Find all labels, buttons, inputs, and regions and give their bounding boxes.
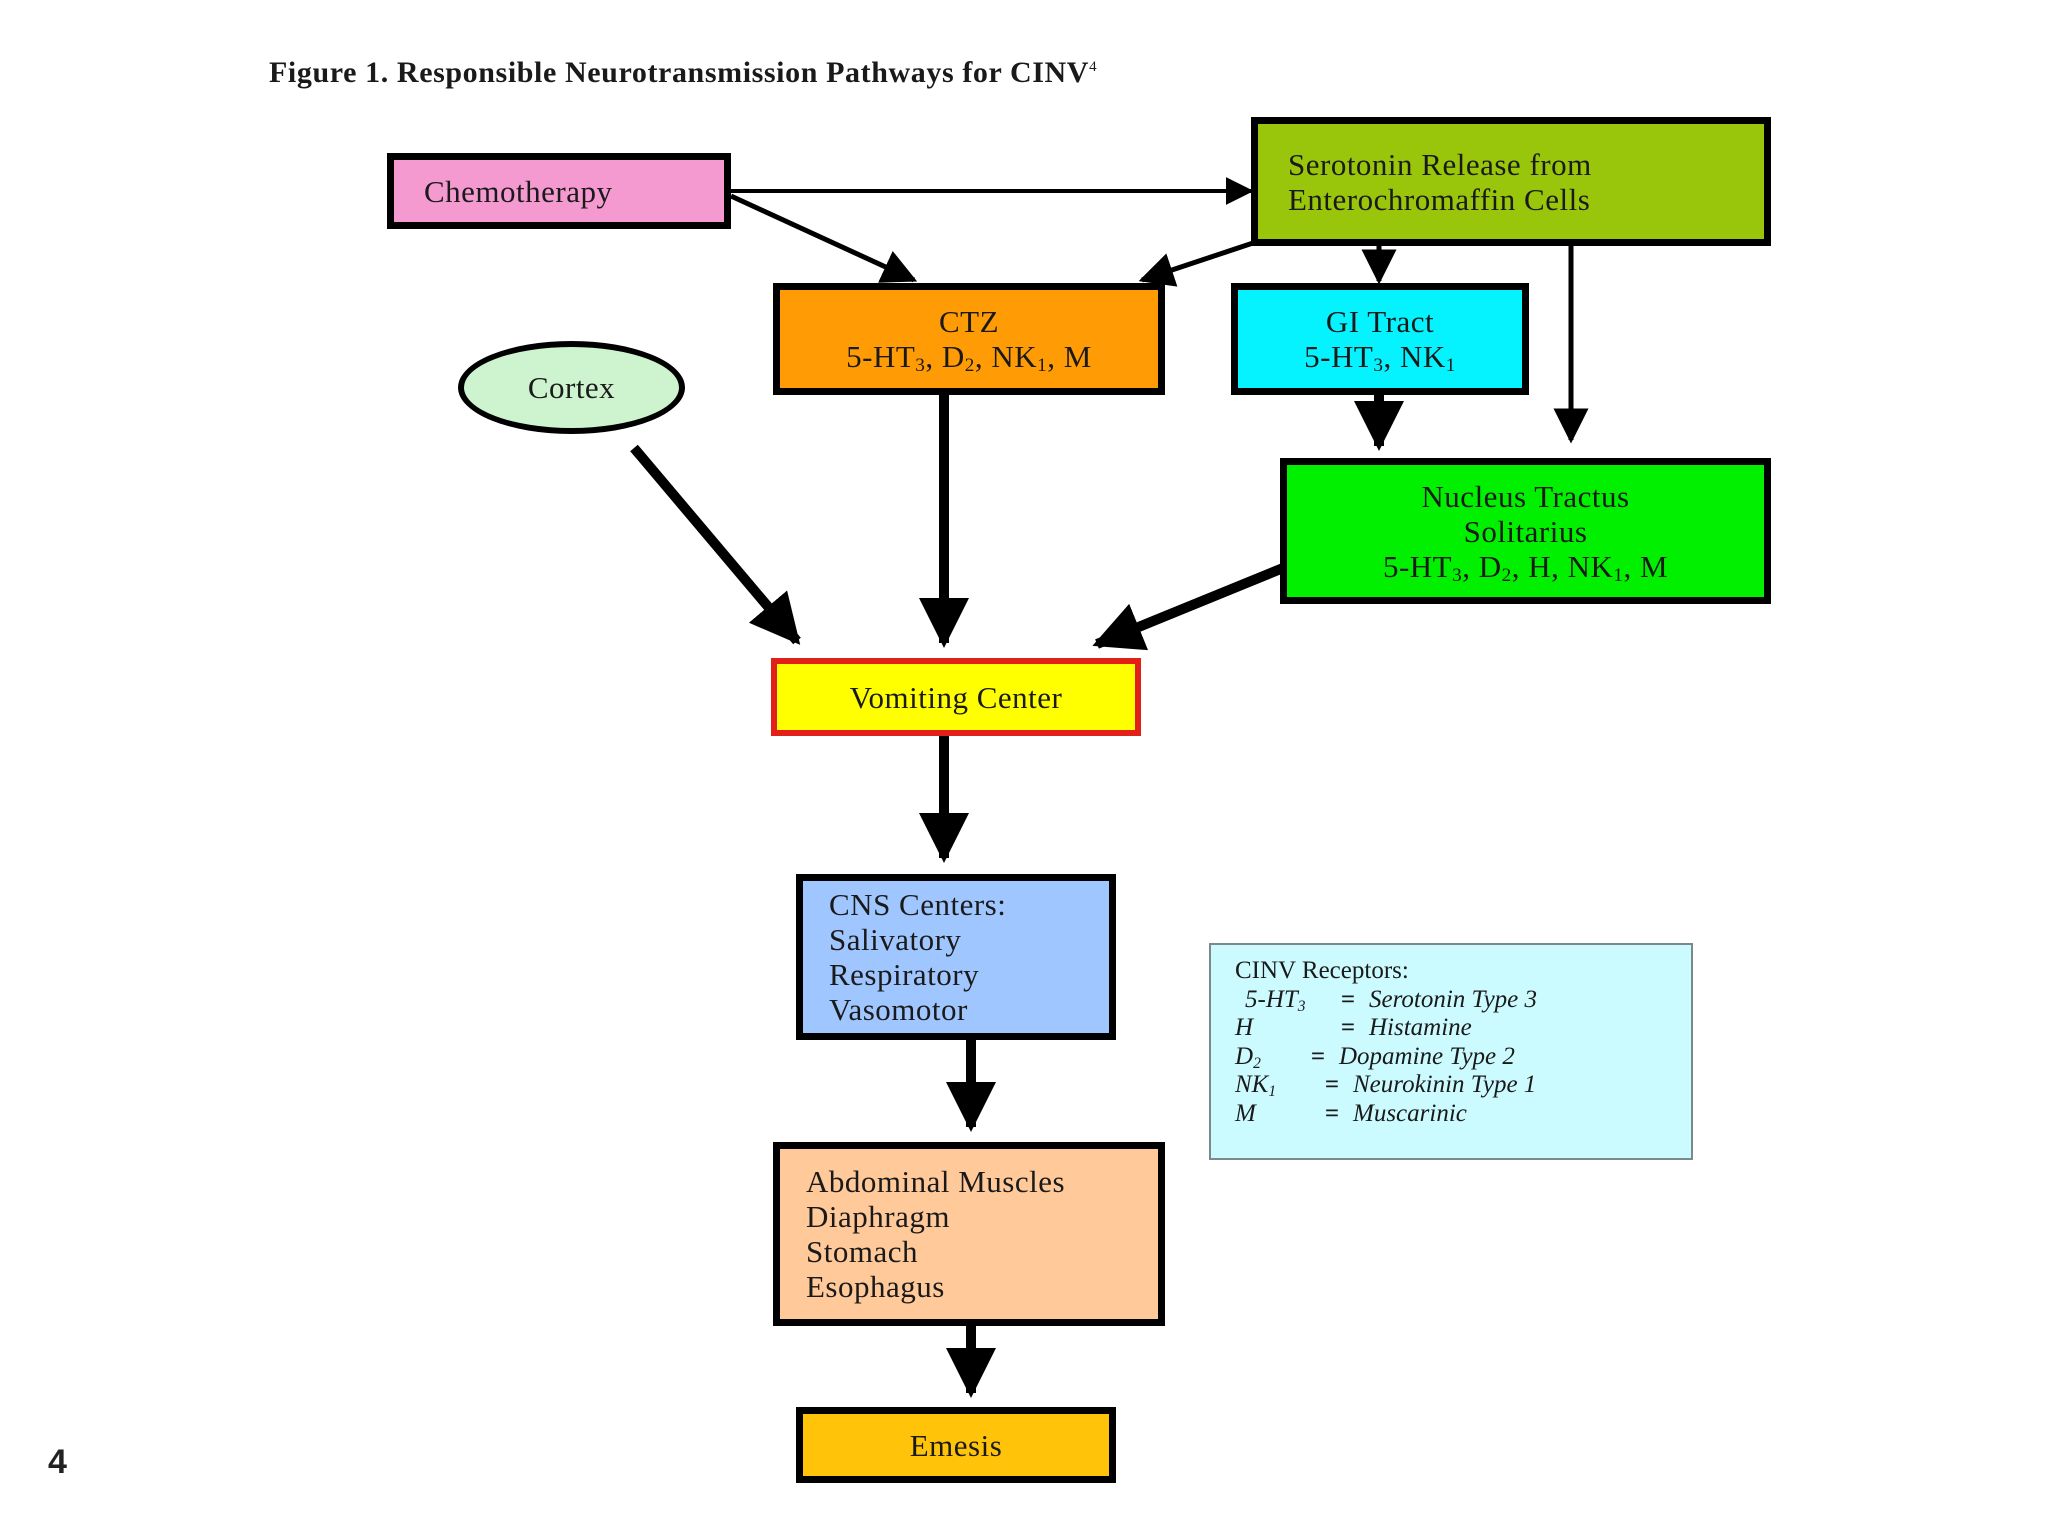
node-serotonin-line-1: Serotonin Release from [1288, 146, 1592, 182]
legend-definition: Serotonin Type 3 [1369, 985, 1538, 1013]
legend-heading: CINV Receptors: [1235, 957, 1409, 984]
node-cns-centers: CNS Centers: Salivatory Respiratory Vaso… [796, 874, 1116, 1040]
node-cns-line-3: Respiratory [829, 957, 980, 992]
legend-equals: = [1340, 985, 1356, 1013]
legend-row: D2 = Dopamine Type 2 [1235, 1043, 1691, 1072]
node-ctz-title: CTZ [938, 304, 1000, 339]
receptor-legend: CINV Receptors: 5-HT3 = Serotonin Type 3… [1209, 943, 1693, 1160]
page-number: 4 [48, 1443, 67, 1481]
node-chemotherapy: Chemotherapy [387, 153, 731, 229]
legend-term: NK1 [1235, 1071, 1277, 1100]
legend-definition: Dopamine Type 2 [1339, 1042, 1515, 1070]
node-emesis-label: Emesis [909, 1427, 1003, 1463]
legend-term: M [1235, 1099, 1256, 1127]
node-muscles: Abdominal Muscles Diaphragm Stomach Esop… [773, 1142, 1165, 1326]
legend-equals: = [1310, 1042, 1326, 1070]
legend-definition: Neurokinin Type 1 [1353, 1071, 1537, 1098]
arrow-cortex-to-vomiting [630, 444, 801, 645]
legend-term: 5-HT3 [1245, 985, 1306, 1015]
arrow-chemo-to-ctz [729, 193, 918, 283]
node-cortex: Cortex [458, 341, 685, 434]
node-muscles-line-2: Diaphragm [806, 1199, 950, 1234]
node-serotonin-line-2: Enterochromaffin Cells [1288, 181, 1591, 217]
node-gi-receptors: 5-HT3, NK1 [1304, 339, 1456, 376]
node-cns-line-2: Salivatory [829, 922, 962, 957]
node-chemotherapy-label: Chemotherapy [424, 173, 613, 209]
node-muscles-line-1: Abdominal Muscles [806, 1164, 1066, 1199]
node-cns-line-4: Vasomotor [829, 992, 968, 1027]
node-nts-receptors: 5-HT3, D2, H, NK1, M [1382, 548, 1669, 586]
legend-row: NK1 = Neurokinin Type 1 [1235, 1071, 1691, 1100]
node-ctz: CTZ 5-HT3, D2, NK1, M [773, 283, 1165, 395]
arrow-nts-to-vomiting [1092, 552, 1312, 651]
legend-row: M = Muscarinic [1235, 1100, 1691, 1129]
node-muscles-line-3: Stomach [806, 1234, 918, 1269]
node-nts-line-2: Solitarius [1463, 513, 1588, 549]
node-vomiting-label: Vomiting Center [849, 679, 1063, 715]
figure-title-text: Figure 1. Responsible Neurotransmission … [269, 56, 1090, 89]
node-nts-line-1: Nucleus Tractus [1421, 478, 1630, 514]
node-muscles-line-4: Esophagus [806, 1269, 945, 1304]
legend-equals: = [1324, 1099, 1340, 1127]
node-cns-line-1: CNS Centers: [829, 887, 1007, 922]
legend-equals: = [1340, 1014, 1356, 1041]
figure-title-reference: 4 [1089, 59, 1098, 75]
legend-row: 5-HT3 = Serotonin Type 3 [1235, 986, 1691, 1015]
legend-term: H [1235, 1014, 1254, 1041]
legend-term: D2 [1235, 1042, 1261, 1072]
legend-row: H = Histamine [1235, 1014, 1691, 1043]
node-emesis: Emesis [796, 1407, 1116, 1483]
legend-definition: Muscarinic [1353, 1099, 1467, 1127]
node-nucleus-tractus-solitarius: Nucleus Tractus Solitarius 5-HT3, D2, H,… [1280, 458, 1771, 604]
node-cortex-label: Cortex [527, 370, 616, 405]
node-gi-title: GI Tract [1325, 304, 1435, 339]
node-serotonin-release: Serotonin Release from Enterochromaffin … [1251, 117, 1771, 246]
node-vomiting-center: Vomiting Center [771, 658, 1141, 736]
figure-title: Figure 1. Responsible Neurotransmission … [269, 56, 1097, 90]
legend-equals: = [1324, 1071, 1340, 1098]
node-ctz-receptors: 5-HT3, D2, NK1, M [846, 339, 1092, 376]
node-gi-tract: GI Tract 5-HT3, NK1 [1231, 283, 1529, 395]
legend-definition: Histamine [1369, 1014, 1472, 1041]
